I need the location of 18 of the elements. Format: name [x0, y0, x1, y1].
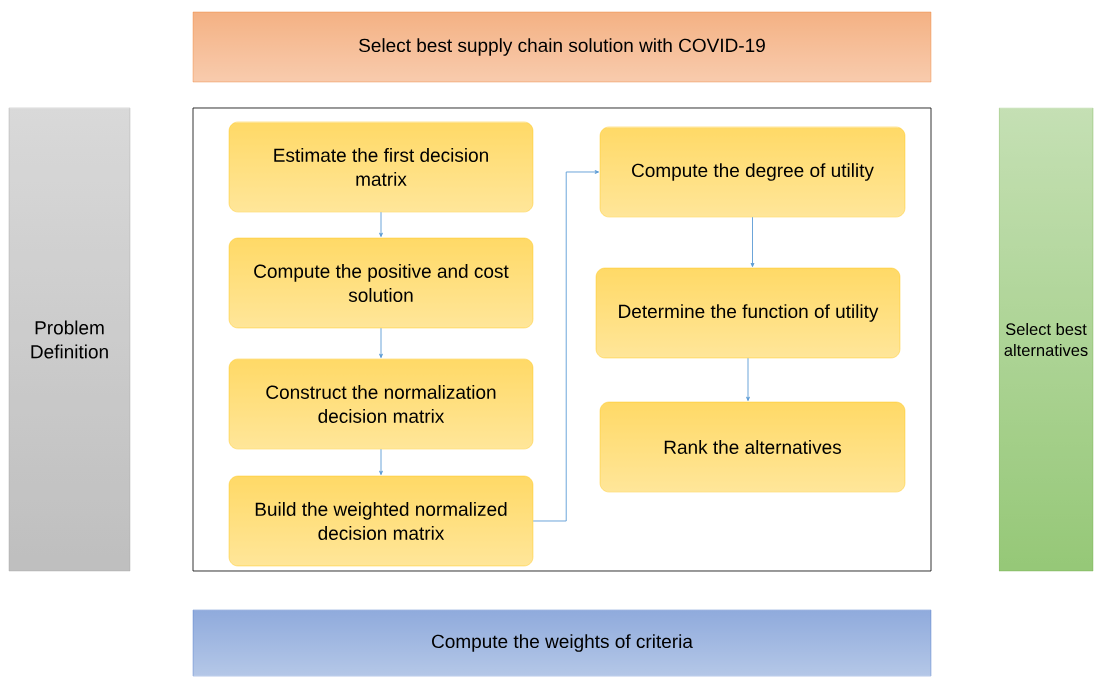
arrow: [532, 170, 600, 522]
process-box: Build the weighted normalized decision matrix: [228, 475, 534, 567]
arrow: [379, 211, 383, 238]
process-box: Construct the normalization decision matrix: [228, 358, 534, 450]
side-panel: Problem Definition: [8, 107, 131, 572]
frame-box: [192, 107, 932, 572]
criteria-band: Compute the weights of criteria: [192, 609, 932, 677]
title-band: Select best supply chain solution with COVID-19: [192, 11, 932, 83]
arrow: [379, 448, 383, 476]
arrow: [746, 357, 750, 402]
arrow: [379, 327, 383, 359]
process-box: Rank the alternatives: [599, 401, 906, 493]
side-panel: Select best alternatives: [998, 107, 1094, 572]
process-box: Compute the positive and cost solution: [228, 237, 534, 329]
process-box: Compute the degree of utility: [599, 126, 906, 218]
process-box: Estimate the first decision matrix: [228, 121, 534, 213]
arrow: [750, 216, 755, 268]
process-box: Determine the function of utility: [595, 267, 901, 359]
